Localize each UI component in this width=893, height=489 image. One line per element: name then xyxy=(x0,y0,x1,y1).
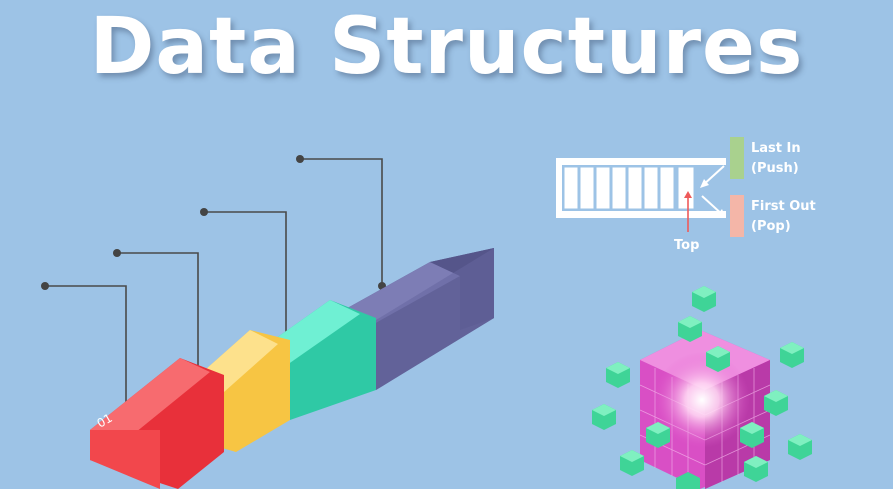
leader-line-02 xyxy=(117,252,199,378)
push-marker xyxy=(730,137,744,179)
leader-line-03 xyxy=(204,211,287,338)
stack-diagram: Top Last In (Push) First Out (Pop) xyxy=(556,137,816,253)
node-cube xyxy=(606,362,630,388)
node-cube xyxy=(676,472,700,489)
node-cube xyxy=(678,316,702,342)
leader-lines xyxy=(45,158,383,410)
leader-line-01 xyxy=(45,285,127,410)
pop-label-1: First Out xyxy=(751,199,816,214)
node-cubes xyxy=(592,286,812,489)
node-cube xyxy=(788,434,812,460)
node-cube xyxy=(692,286,716,312)
push-label-1: Last In xyxy=(751,141,801,156)
node-cube xyxy=(764,390,788,416)
node-cube xyxy=(620,450,644,476)
pop-label-2: (Pop) xyxy=(751,219,791,234)
step-01-block: 01 xyxy=(90,358,224,489)
page-title: Data Structures xyxy=(89,2,804,92)
stack-slots xyxy=(563,166,695,210)
top-label: Top xyxy=(674,238,699,253)
push-label-2: (Push) xyxy=(751,161,799,176)
node-cube xyxy=(706,346,730,372)
pop-marker xyxy=(730,195,744,237)
node-cube xyxy=(740,422,764,448)
cube-graphic xyxy=(639,330,771,489)
leader-line-04 xyxy=(300,158,383,286)
node-cube xyxy=(780,342,804,368)
node-cube xyxy=(744,456,768,482)
cube-glow xyxy=(654,352,750,448)
node-cube xyxy=(646,422,670,448)
node-cube xyxy=(592,404,616,430)
step-01-number: 01 xyxy=(95,411,115,431)
